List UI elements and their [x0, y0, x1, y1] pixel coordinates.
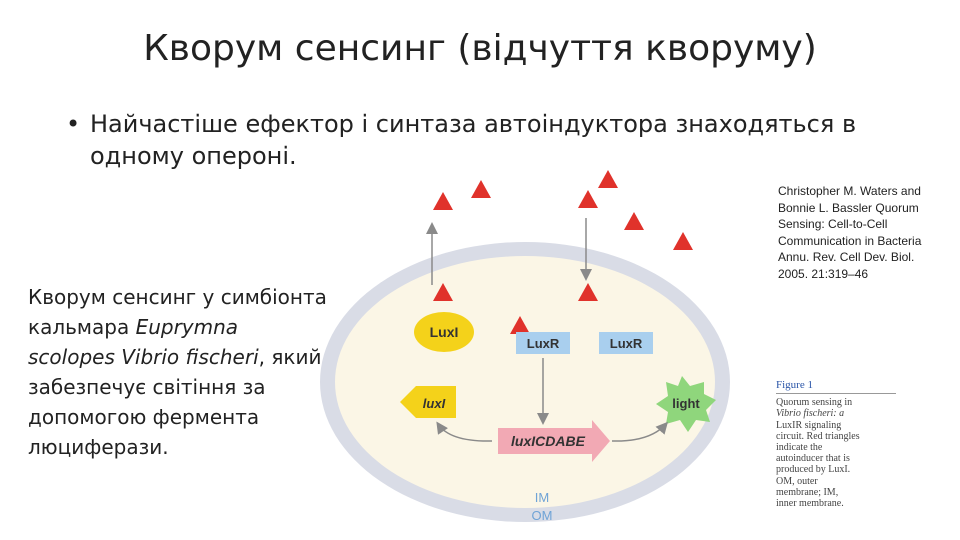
figure-caption-line: membrane; IM,	[776, 487, 896, 498]
reference-line: Bonnie L. Bassler Quorum	[778, 200, 948, 217]
light-label: light	[672, 396, 700, 411]
reference-line: Communication in Bacteria	[778, 233, 948, 250]
bullet-marker: •	[66, 108, 80, 140]
figure-caption-line: autoinducer that is	[776, 453, 896, 464]
figure-caption-line: Vibrio fischeri: a	[776, 408, 896, 419]
operon-label: luxICDABE	[511, 433, 586, 449]
figure-caption-line: LuxIR signaling	[776, 420, 896, 431]
autoinducer-triangle	[673, 232, 693, 250]
autoinducer-triangle	[578, 190, 598, 208]
reference-line: Christopher M. Waters and	[778, 183, 948, 200]
description-text: Кворум сенсинг у симбіонта кальмара Eupr…	[28, 282, 328, 462]
figure-caption: Figure 1 Quorum sensing in Vibrio fische…	[776, 380, 896, 509]
cytoplasm	[335, 256, 715, 508]
figure-caption-line: inner membrane.	[776, 498, 896, 509]
reference-citation: Christopher M. Waters and Bonnie L. Bass…	[778, 183, 948, 282]
luxr-label: LuxR	[527, 336, 560, 351]
figure-caption-line: OM, outer	[776, 476, 896, 487]
luxi-protein-label: LuxI	[430, 324, 459, 340]
slide-title: Кворум сенсинг (відчуття кворуму)	[0, 28, 960, 69]
figure-caption-line: produced by LuxI.	[776, 464, 896, 475]
luxr-label: LuxR	[610, 336, 643, 351]
autoinducer-triangle	[598, 170, 618, 188]
autoinducer-triangle	[471, 180, 491, 198]
bullet-text: Найчастіше ефектор і синтаза автоіндукто…	[66, 108, 916, 172]
quorum-sensing-diagram: LuxI LuxR LuxR luxI luxICDABE light IM O…	[320, 170, 770, 540]
figure-caption-line: circuit. Red triangles	[776, 431, 896, 442]
figure-caption-line: Quorum sensing in	[776, 397, 896, 408]
om-label: OM	[532, 508, 553, 523]
autoinducer-triangle	[433, 192, 453, 210]
reference-line: Sensing: Cell-to-Cell	[778, 216, 948, 233]
im-label: IM	[535, 490, 549, 505]
figure-caption-line: indicate the	[776, 442, 896, 453]
reference-line: Annu. Rev. Cell Dev. Biol.	[778, 249, 948, 266]
luxi-gene-label: luxI	[423, 396, 446, 411]
figure-caption-title: Figure 1	[776, 380, 896, 394]
reference-line: 2005. 21:319–46	[778, 266, 948, 283]
autoinducer-triangle	[624, 212, 644, 230]
bullet-point: • Найчастіше ефектор і синтаза автоіндук…	[66, 108, 916, 172]
